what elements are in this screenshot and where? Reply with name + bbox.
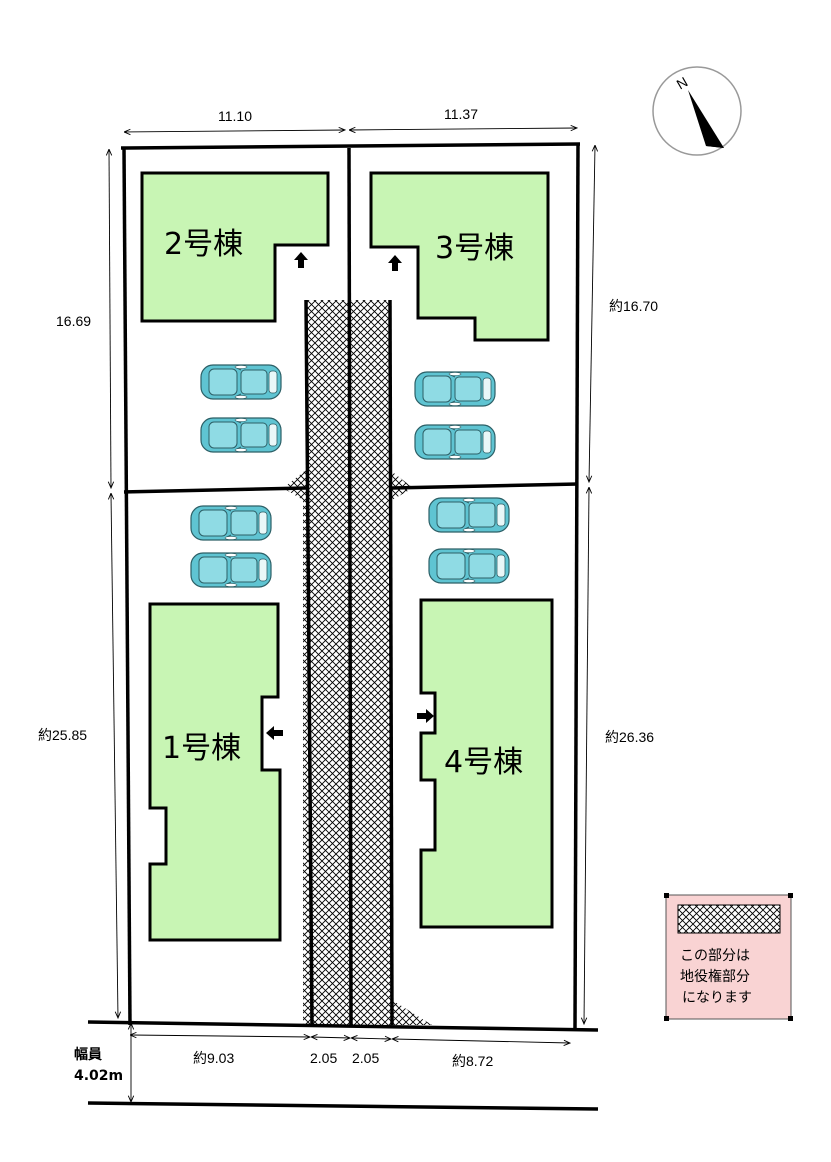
entrance-arrow-4 [417,709,434,723]
building-2 [140,171,330,323]
dim-left-lower: 約25.85 [38,727,87,743]
building-label-1: 1号棟 [162,731,241,766]
dim-bottom-mid-left: 2.05 [310,1050,337,1066]
car-icon [414,424,496,460]
car-icon [200,364,282,400]
building-4 [419,598,554,929]
legend-line-3: になります [682,990,752,1006]
dim-top-right: 11.37 [444,106,478,122]
dim-bottom-mid-right: 2.05 [352,1050,379,1066]
building-label-4: 4号棟 [444,745,523,780]
dim-right-lower: 約26.36 [605,729,654,745]
building-label-2: 2号棟 [164,227,243,262]
building-1 [148,602,282,942]
dim-right-upper: 約16.70 [609,298,658,314]
compass: N [652,66,742,156]
entrance-arrow-2 [294,252,308,268]
entrance-arrows [266,252,434,740]
car-icon [190,552,272,588]
north-arrow-icon [688,90,724,148]
dimension-lines [109,128,595,1102]
legend-line-1: この部分は [680,948,750,964]
dim-top-left: 11.10 [218,108,252,124]
legend: この部分は 地役権部分 になります [664,893,793,1021]
car-icon [428,497,510,533]
building-3 [369,171,550,342]
legend-hatch-swatch [677,904,781,934]
dim-bottom-left: 約9.03 [193,1050,234,1066]
entrance-arrow-3 [388,255,402,271]
road-width-label: 幅員 [74,1046,102,1063]
car-icon [414,371,496,407]
road-width-value: 4.02m [74,1068,123,1084]
entrance-arrow-1 [266,726,283,740]
dim-bottom-right: 約8.72 [452,1053,493,1069]
dim-left-upper: 16.69 [56,313,91,329]
car-icon [190,505,272,541]
building-label-3: 3号棟 [435,231,514,266]
car-icon [428,548,510,584]
legend-line-2: 地役権部分 [680,968,750,985]
easement-area [283,300,432,1025]
car-icon [200,417,282,453]
lot-boundaries [87,142,599,1111]
